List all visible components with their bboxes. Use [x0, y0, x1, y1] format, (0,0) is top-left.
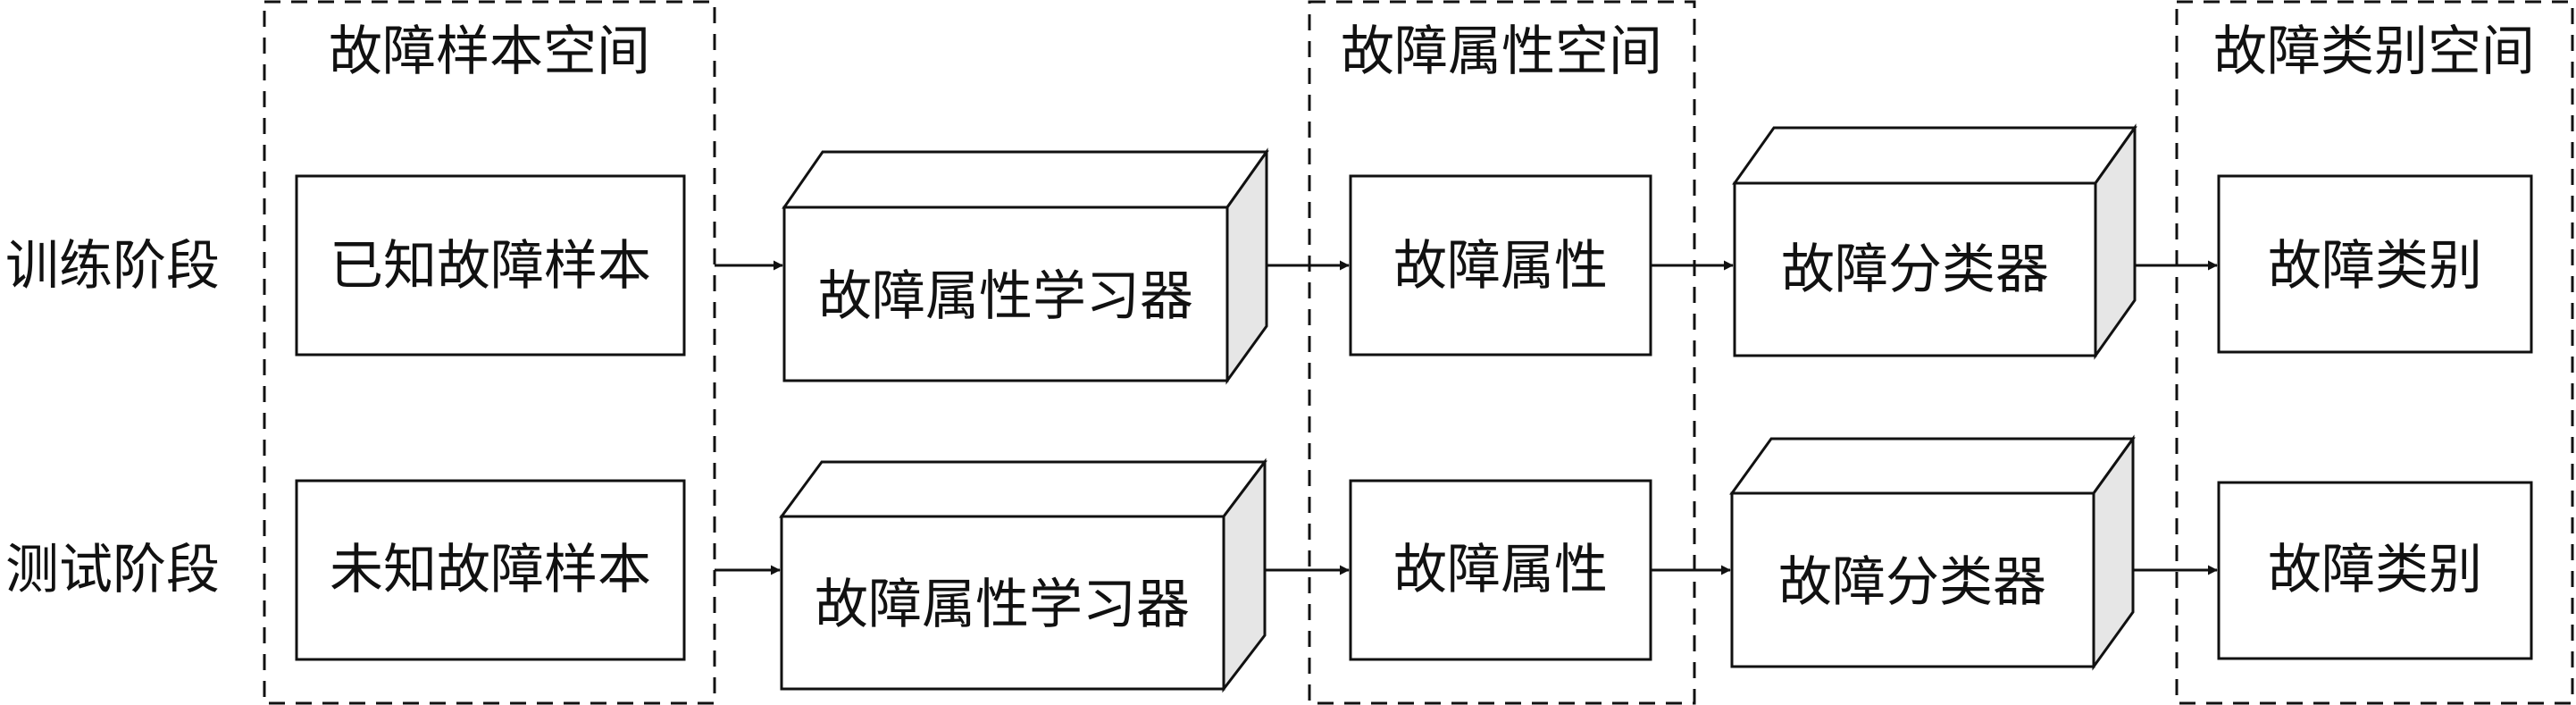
- train-classifier-box: [1732, 123, 2137, 360]
- category-space-title: 故障类别空间: [2213, 21, 2535, 83]
- test-classifier-box: [1729, 434, 2136, 671]
- test-sample-label: 未知故障样本: [330, 539, 651, 601]
- train-stage-label: 训练阶段: [5, 235, 220, 298]
- test-learner-label: 故障属性学习器: [815, 574, 1190, 636]
- train-classifier-label: 故障分类器: [1781, 239, 2049, 301]
- test-row: 未知故障样本 故障属性学习器 故障属性 故障分类器 故障类别: [295, 434, 2533, 693]
- test-category-label: 故障类别: [2268, 539, 2482, 601]
- train-row: 已知故障样本 故障属性学习器 故障属性 故障分类器 故障类别: [295, 123, 2533, 385]
- train-attribute-box: [1349, 174, 1652, 357]
- test-classifier-label: 故障分类器: [1778, 551, 2046, 614]
- train-sample-label: 已知故障样本: [330, 235, 651, 298]
- test-learner-box: [779, 457, 1268, 693]
- attribute-space-title: 故障属性空间: [1341, 21, 1662, 83]
- test-attribute-label: 故障属性: [1393, 539, 1608, 601]
- test-stage-label: 测试阶段: [5, 539, 220, 601]
- category-space-container: [2175, 0, 2574, 705]
- train-attribute-label: 故障属性: [1393, 235, 1608, 298]
- sample-space-title: 故障样本空间: [329, 21, 650, 83]
- train-sample-box: [295, 174, 686, 357]
- attribute-space-container: [1308, 0, 1696, 705]
- train-category-label: 故障类别: [2268, 235, 2482, 298]
- test-attribute-box: [1349, 479, 1652, 661]
- sample-space-container: [263, 0, 716, 705]
- test-sample-box: [295, 479, 686, 661]
- train-learner-box: [782, 147, 1269, 385]
- train-learner-label: 故障属性学习器: [818, 265, 1193, 328]
- train-category-box: [2217, 174, 2533, 354]
- test-category-box: [2217, 481, 2533, 660]
